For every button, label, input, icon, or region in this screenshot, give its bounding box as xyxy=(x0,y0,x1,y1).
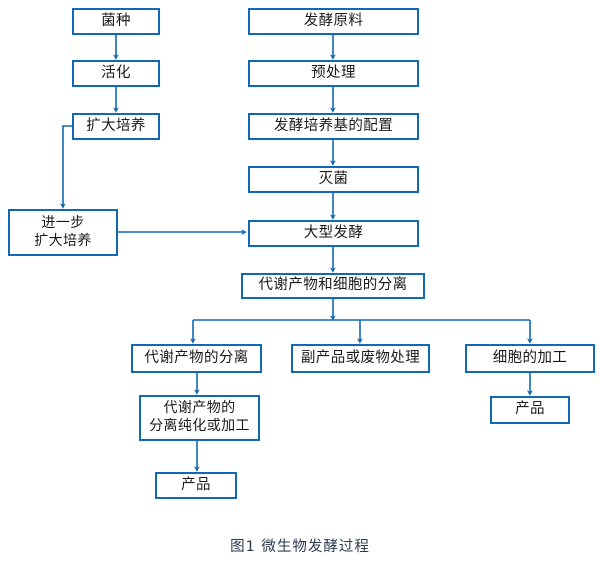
node-byproduct-waste: 副产品或废物处理 xyxy=(291,344,430,373)
node-product-left: 产品 xyxy=(155,472,237,499)
node-activation: 活化 xyxy=(72,60,160,87)
node-raw-material: 发酵原料 xyxy=(248,8,419,35)
node-metabolite-purification: 代谢产物的 分离纯化或加工 xyxy=(139,395,260,441)
node-further-scale-up: 进一步 扩大培养 xyxy=(8,209,118,256)
node-sterilization: 灭菌 xyxy=(248,166,419,193)
node-large-fermentation: 大型发酵 xyxy=(248,220,419,247)
node-product-right: 产品 xyxy=(490,396,570,424)
node-cell-processing: 细胞的加工 xyxy=(465,344,595,373)
node-medium-prep: 发酵培养基的配置 xyxy=(248,113,419,140)
node-pretreatment: 预处理 xyxy=(248,60,419,87)
node-separation: 代谢产物和细胞的分离 xyxy=(241,273,425,299)
node-strain: 菌种 xyxy=(72,8,160,35)
figure-caption: 图1 微生物发酵过程 xyxy=(230,539,370,555)
connector-scaleup-to-further xyxy=(60,125,72,209)
node-metabolite-separation: 代谢产物的分离 xyxy=(131,344,262,373)
node-scale-up: 扩大培养 xyxy=(72,113,160,140)
